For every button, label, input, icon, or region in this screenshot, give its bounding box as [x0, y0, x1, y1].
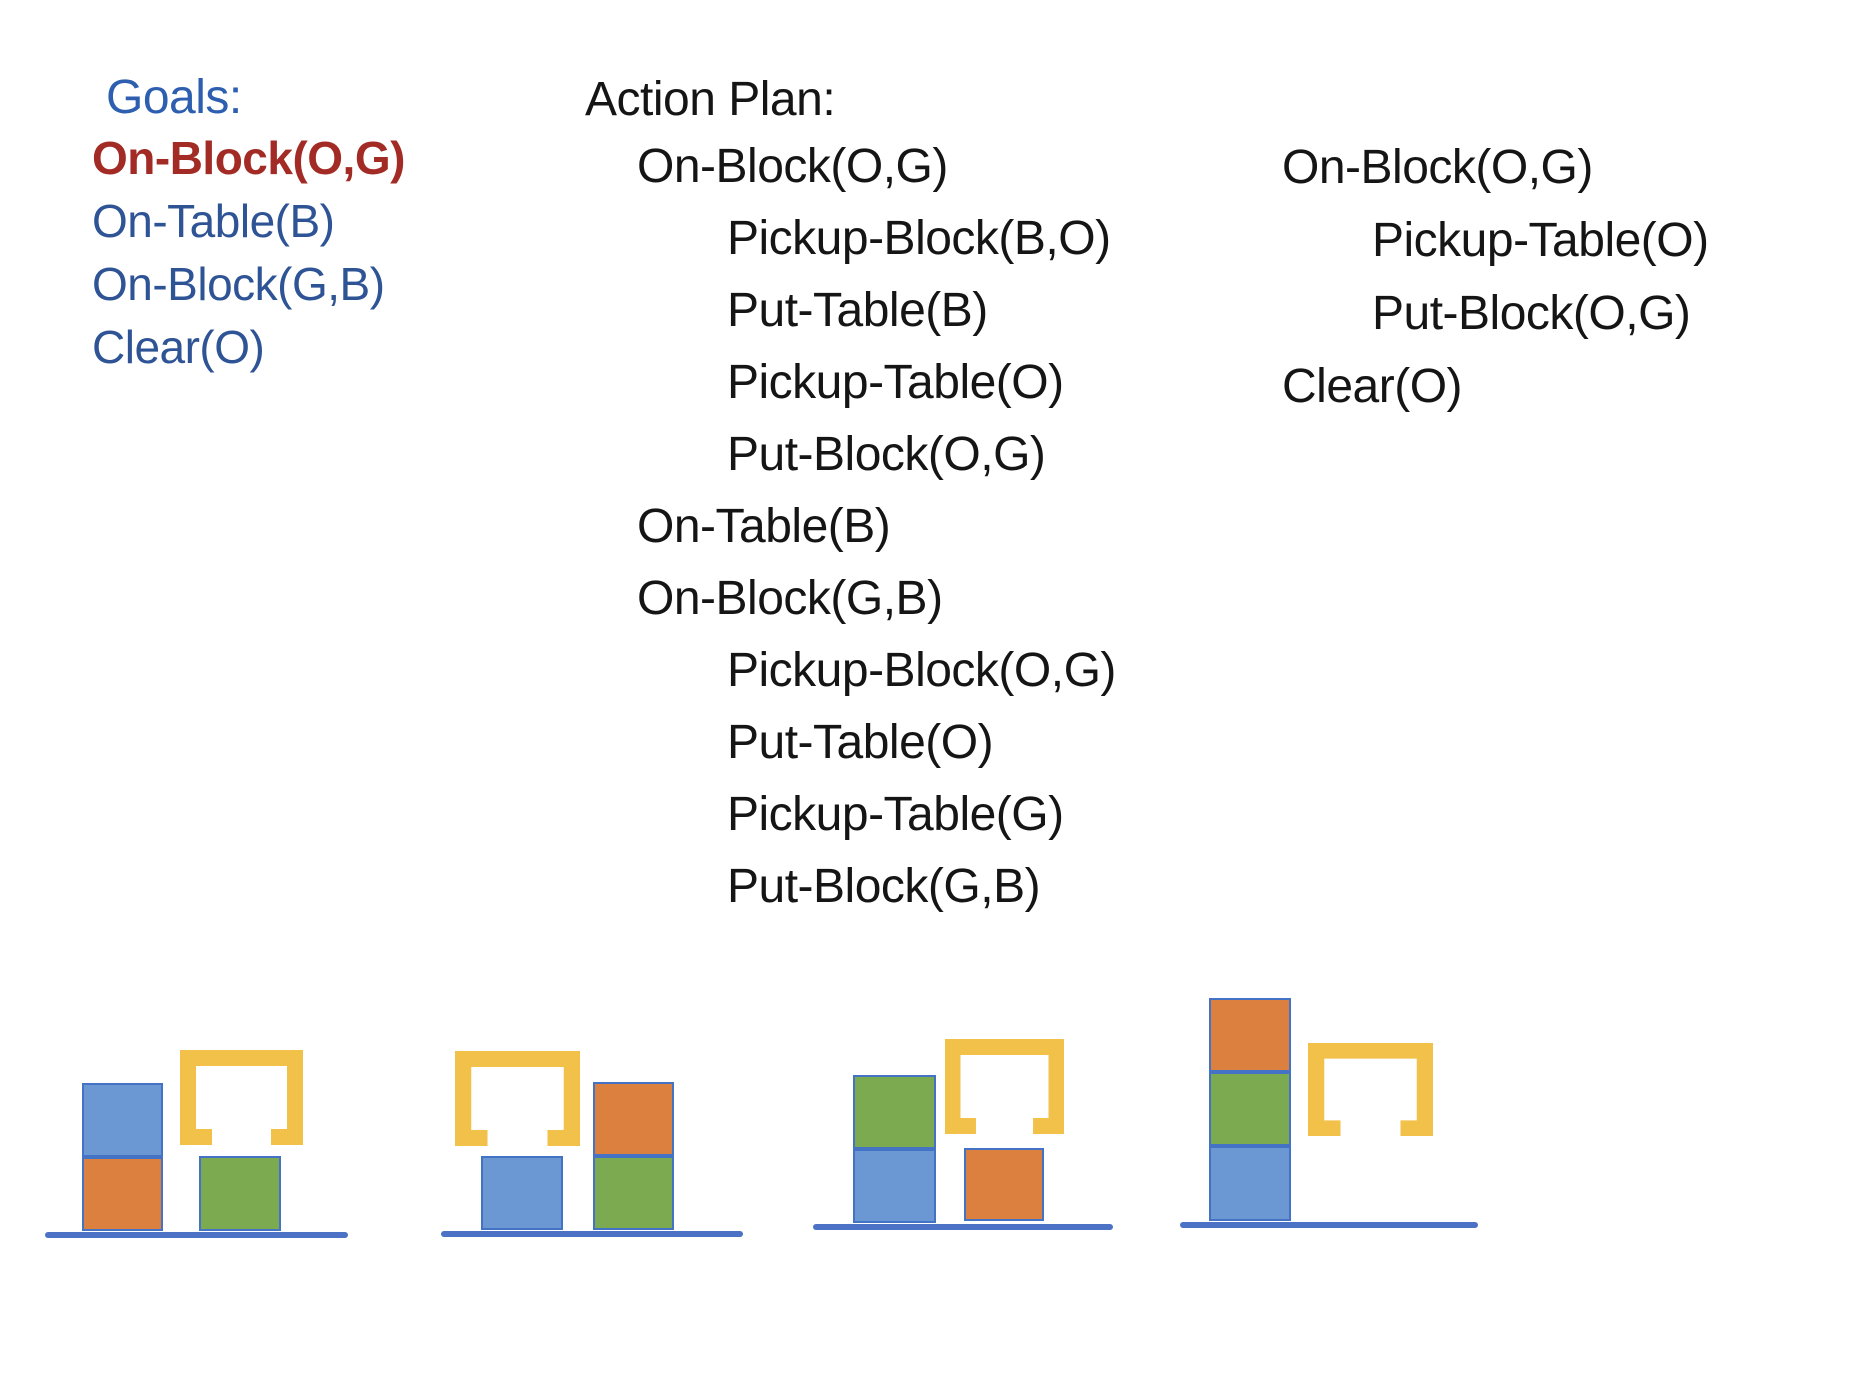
table-line: [45, 1232, 348, 1238]
plan-step: On-Block(G,B): [637, 572, 943, 625]
plan-step: Put-Block(O,G): [727, 428, 1046, 481]
action-plan-column-1: On-Block(O,G) Pickup-Block(B,O) Put-Table(…: [637, 131, 1116, 923]
plan-step: On-Block(O,G): [637, 140, 948, 193]
green-block: [853, 1075, 936, 1149]
green-block: [199, 1156, 281, 1231]
orange-block: [593, 1082, 674, 1156]
plan-step: Put-Block(G,B): [727, 860, 1041, 913]
plan-step: Pickup-Block(O,G): [727, 644, 1116, 697]
table-line: [441, 1231, 743, 1237]
plan-step: Pickup-Table(G): [727, 788, 1064, 841]
plan-step: On-Table(B): [637, 500, 891, 553]
orange-block: [82, 1157, 163, 1231]
blue-block: [82, 1083, 163, 1157]
plan-step: Pickup-Table(O): [1372, 214, 1709, 267]
orange-block: [964, 1148, 1044, 1221]
green-block: [1209, 1072, 1291, 1146]
plan-step: Put-Block(O,G): [1372, 287, 1691, 340]
action-plan-column-2: On-Block(O,G) Pickup-Table(O) Put-Block(O,…: [1282, 131, 1709, 423]
goal-item: On-Block(O,G): [92, 132, 405, 184]
gripper-icon: [1308, 1043, 1433, 1136]
plan-step: On-Block(O,G): [1282, 141, 1593, 194]
goals-list: On-Block(O,G) On-Table(B) On-Block(G,B) Cle…: [92, 127, 405, 379]
goals-title: Goals:: [106, 71, 242, 124]
goal-item: Clear(O): [92, 321, 265, 373]
gripper-icon: [945, 1039, 1064, 1134]
plan-step: Clear(O): [1282, 360, 1463, 413]
gripper-icon: [455, 1051, 580, 1146]
gripper-icon: [180, 1050, 303, 1145]
goal-item: On-Block(G,B): [92, 258, 385, 310]
table-line: [813, 1224, 1113, 1230]
blue-block: [1209, 1146, 1291, 1221]
blue-block: [481, 1156, 563, 1230]
plan-step: Put-Table(B): [727, 284, 988, 337]
action-plan-title: Action Plan:: [585, 73, 836, 126]
orange-block: [1209, 998, 1291, 1072]
table-line: [1180, 1222, 1478, 1228]
goal-item: On-Table(B): [92, 195, 335, 247]
blue-block: [853, 1149, 936, 1223]
plan-step: Pickup-Block(B,O): [727, 212, 1111, 265]
plan-step: Pickup-Table(O): [727, 356, 1064, 409]
plan-step: Put-Table(O): [727, 716, 994, 769]
green-block: [593, 1156, 674, 1230]
